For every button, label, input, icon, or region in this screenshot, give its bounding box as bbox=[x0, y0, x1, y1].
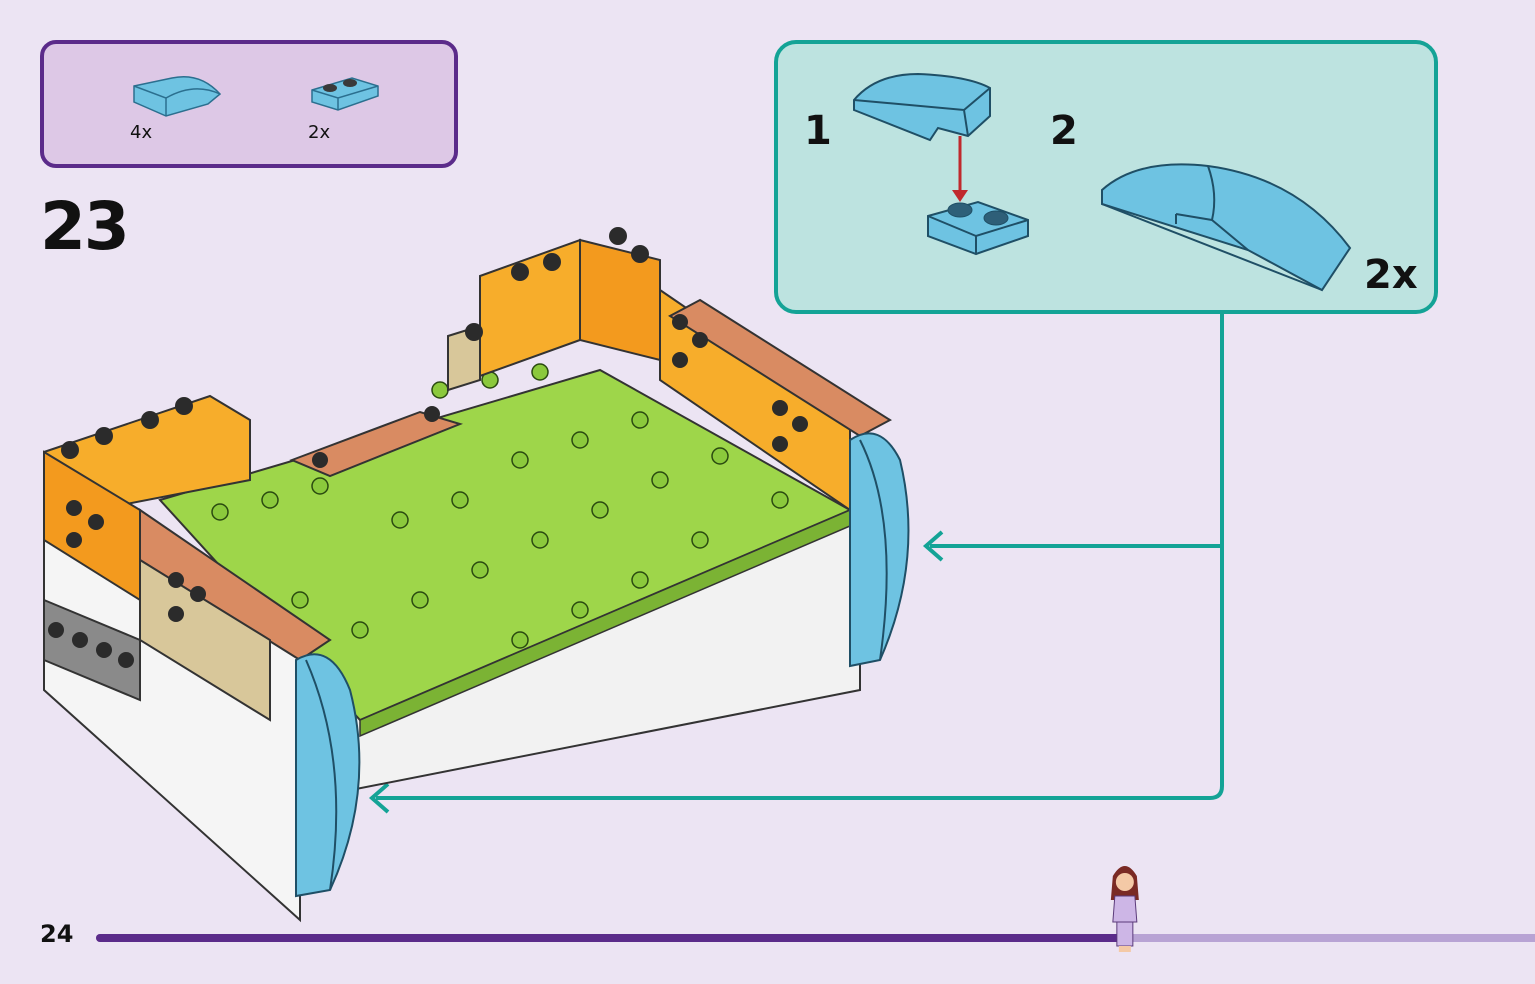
page-number: 24 bbox=[40, 920, 74, 948]
parts-item-plate: 2x bbox=[308, 72, 398, 143]
subassembly-callout: 1 2 2x bbox=[774, 40, 1438, 314]
callout-arrow-lower bbox=[368, 782, 390, 814]
substep-1-label: 1 bbox=[804, 108, 832, 154]
new-curved-slope-front bbox=[295, 653, 361, 898]
progress-minifigure-icon bbox=[1110, 866, 1139, 952]
substep-1-slope-brick bbox=[853, 72, 991, 142]
step-number: 23 bbox=[40, 188, 130, 265]
plate-1x2-icon bbox=[311, 77, 379, 111]
subassembly-illustration bbox=[853, 72, 1352, 292]
model-step-23 bbox=[43, 227, 910, 923]
substep-2-assembly bbox=[1101, 163, 1352, 292]
substep-2-label: 2 bbox=[1050, 108, 1078, 154]
parts-item-curved-slope: 4x bbox=[130, 72, 230, 143]
callout-connector-lower bbox=[376, 546, 1224, 800]
parts-qty-plate: 2x bbox=[308, 122, 331, 143]
new-curved-slope-back bbox=[849, 432, 910, 668]
callout-connector-upper bbox=[930, 314, 1224, 548]
callout-arrow-upper bbox=[922, 530, 944, 562]
parts-qty-curved-slope: 4x bbox=[130, 122, 153, 143]
attach-arrow-head bbox=[952, 190, 968, 202]
subassembly-quantity: 2x bbox=[1364, 252, 1418, 298]
parts-list-box: 4x 2x bbox=[40, 40, 458, 168]
curved-slope-brick-icon bbox=[133, 76, 222, 117]
substep-1-plate bbox=[927, 200, 1029, 256]
